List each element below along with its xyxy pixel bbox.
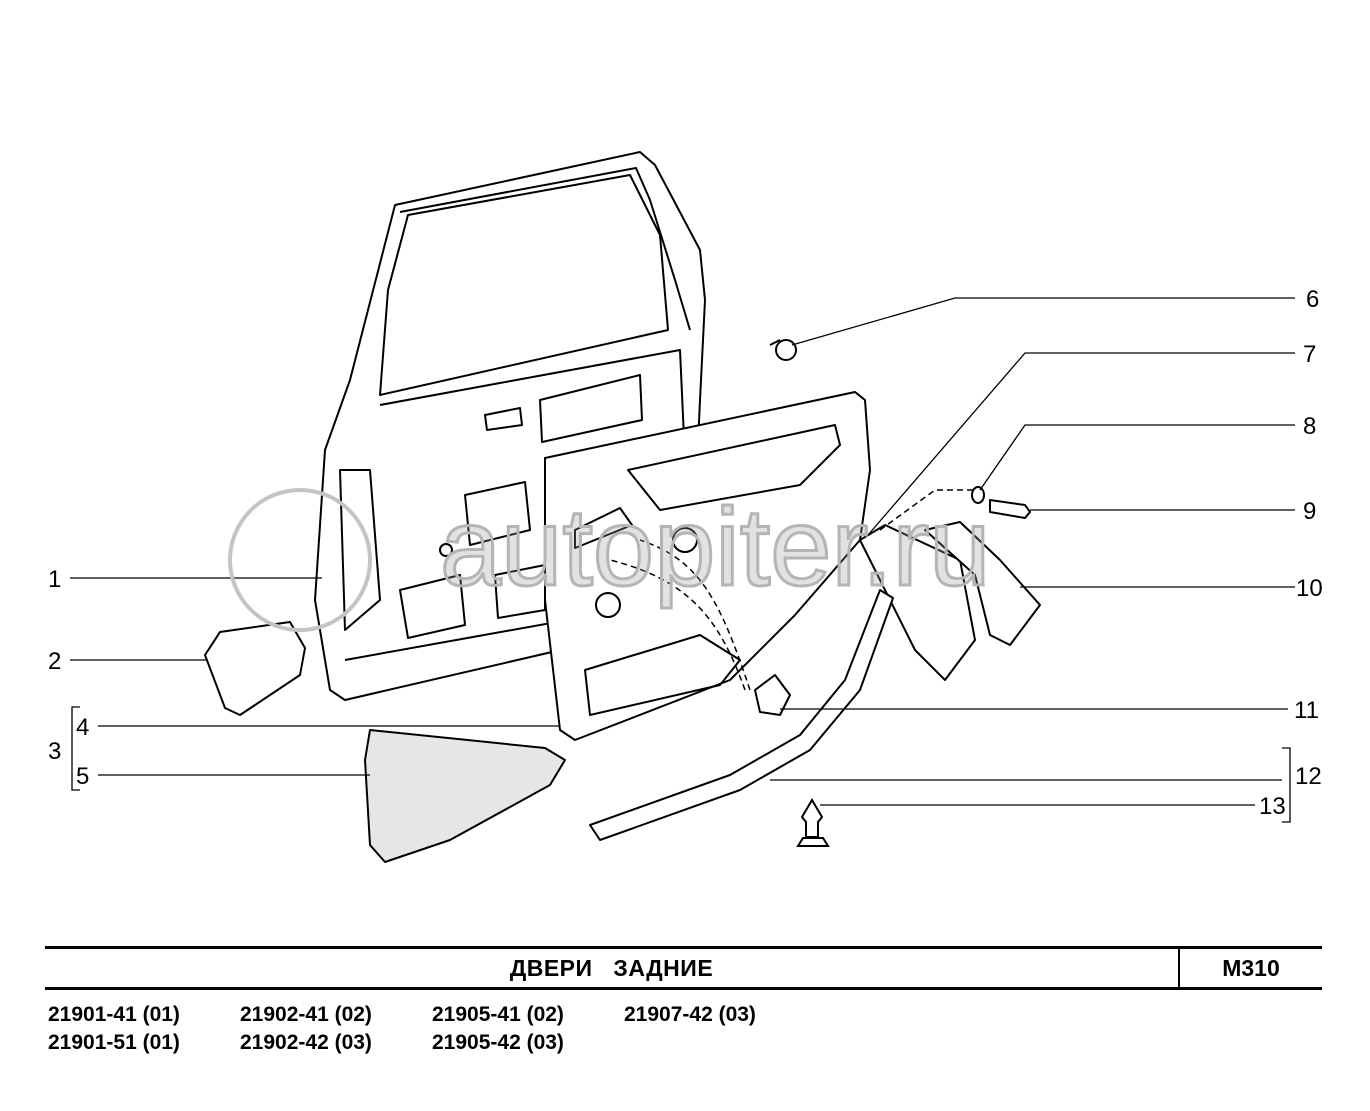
model-code: 21902-42 (03) bbox=[240, 1031, 372, 1054]
callout-1: 1 bbox=[48, 566, 61, 593]
callout-6: 6 bbox=[1306, 286, 1319, 313]
callout-2: 2 bbox=[48, 648, 61, 675]
model-code: 21905-41 (02) bbox=[432, 1003, 564, 1026]
diagram-title: ДВЕРИ ЗАДНИЕ bbox=[509, 955, 714, 981]
washer-part-8 bbox=[971, 486, 985, 504]
model-code: 21905-42 (03) bbox=[432, 1031, 564, 1054]
callout-13: 13 bbox=[1259, 793, 1286, 820]
diagram-code: M310 bbox=[1222, 955, 1280, 981]
callout-5: 5 bbox=[76, 763, 89, 790]
leader-lines bbox=[70, 297, 1295, 823]
seal-part-12 bbox=[589, 589, 894, 841]
callout-3: 3 bbox=[48, 738, 61, 765]
parts-diagram: 1 2 3 4 5 6 7 8 9 10 11 12 13 autopiter.… bbox=[48, 151, 1323, 863]
assembly-arrows bbox=[609, 489, 975, 691]
bracket-part-11 bbox=[754, 674, 791, 716]
model-code: 21902-41 (02) bbox=[240, 1003, 372, 1026]
title-divider bbox=[1178, 949, 1180, 987]
callout-11: 11 bbox=[1294, 697, 1319, 724]
watermark-text: autopiter.ru bbox=[440, 486, 990, 609]
handle-cover-part-10 bbox=[924, 521, 1041, 646]
plug-part-2 bbox=[204, 621, 306, 716]
screw-part-9 bbox=[989, 499, 1031, 519]
callout-9: 9 bbox=[1303, 498, 1316, 525]
callout-labels: 1 2 3 4 5 6 7 8 9 10 11 12 13 bbox=[48, 286, 1323, 820]
model-code: 21901-51 (01) bbox=[48, 1031, 180, 1054]
callout-7: 7 bbox=[1303, 341, 1316, 368]
watermark: autopiter.ru bbox=[228, 485, 992, 632]
door-trim-panel-part-4 bbox=[544, 391, 871, 741]
callout-8: 8 bbox=[1303, 413, 1316, 440]
model-code: 21907-42 (03) bbox=[624, 1003, 756, 1026]
callout-4: 4 bbox=[76, 714, 89, 741]
speaker-grille-part-5 bbox=[364, 729, 566, 863]
clip-part-6 bbox=[769, 339, 797, 361]
model-list: 21901-41 (01) 21902-41 (02) 21905-41 (02… bbox=[48, 1003, 816, 1055]
callout-12: 12 bbox=[1295, 763, 1322, 790]
callout-10: 10 bbox=[1296, 575, 1323, 602]
clip-part-13 bbox=[796, 798, 830, 847]
handle-bracket-part-7 bbox=[859, 524, 976, 681]
title-block: ДВЕРИ ЗАДНИЕ M310 bbox=[45, 946, 1322, 990]
model-code: 21901-41 (01) bbox=[48, 1003, 180, 1026]
